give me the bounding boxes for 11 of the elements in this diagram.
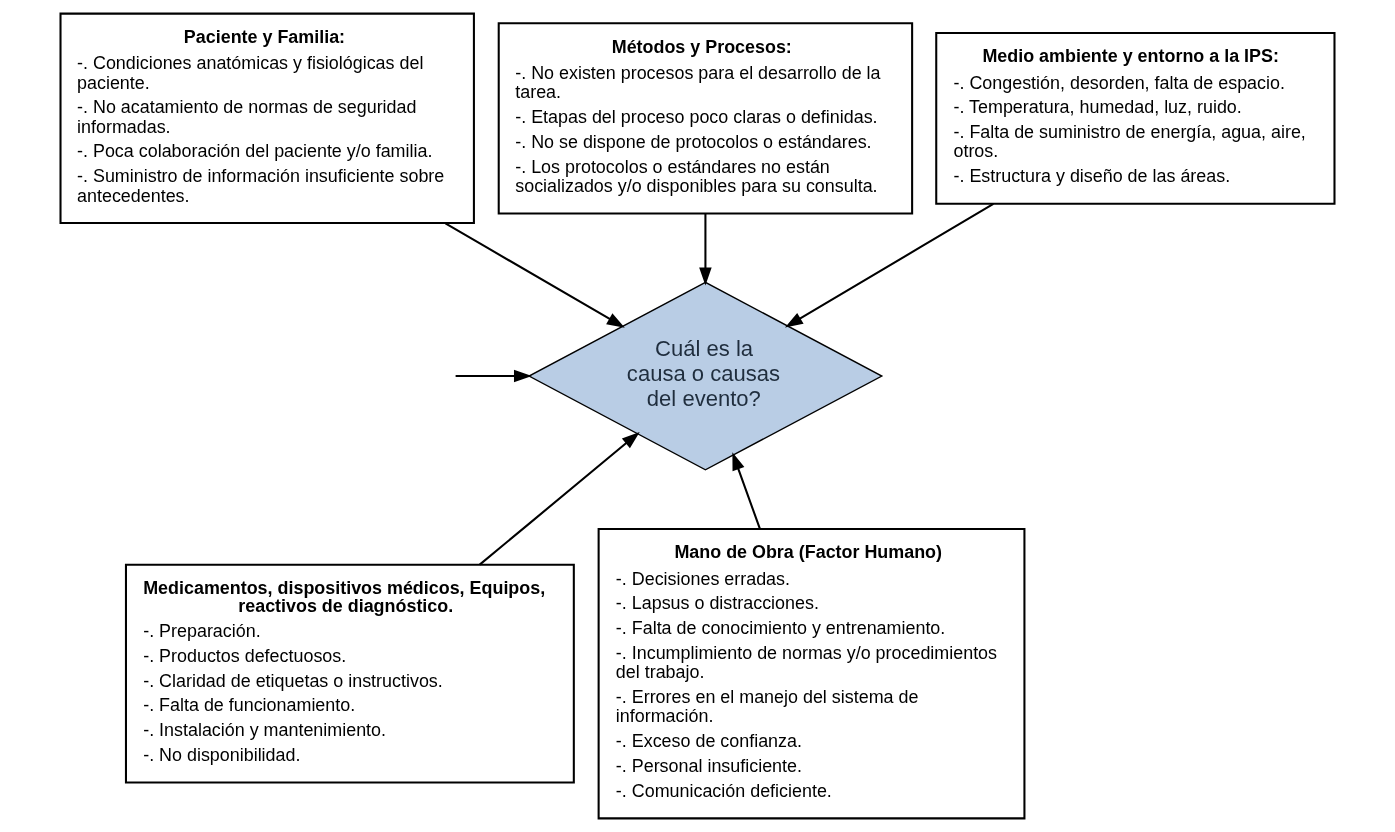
node-box: Mano de Obra (Factor Humano) -. Decisiones erradas. -. Lapsus o distracciones. -. Falta de conocimiento y entrenamiento. -. Incumplimiento de normas y/o procedimientos del trabajo. -. Errores en el manejo del sistema de información. -. Exceso de confianza. -. Personal insuficiente. -. Comunicación deficiente. xyxy=(597,527,1026,820)
node-box: Paciente y Familia: -. Condiciones anatómicas y fisiológicas del paciente. -. No acatamiento de normas de seguridad informadas. -. Poca colaboración del paciente y/o familia. -. Suministro de información insuficiente sobre antecedentes. xyxy=(59,12,475,225)
arrow xyxy=(455,369,532,383)
node-box: Medio ambiente y entorno a la IPS: -. Congestión, desorden, falta de espacio. -. Temperatura, humedad, luz, ruido. -. Falta de suministro de energía, agua, aire, otros. -. Estructura y diseño de las áreas. xyxy=(935,31,1336,205)
arrow xyxy=(444,222,625,328)
node-box: Medicamentos, dispositivos médicos, Equipos, reactivos de diagnóstico. -. Preparación. -. Productos defectuosos. -. Claridad de etiquetas o instructivos. -. Falta de funcionamiento. -. Instalación y mantenimiento. -. No disponibilidad. xyxy=(124,563,575,784)
arrow xyxy=(784,203,994,328)
arrow xyxy=(479,431,640,566)
node-box: Métodos y Procesos: -. No existen procesos para el desarrollo de la tarea. -. Etapas del proceso poco claras o definidas. -. No se dispone de protocolos o estándares. -. Los protocolos o estándares no están socializados y/o disponibles para su consulta. xyxy=(497,22,914,215)
arrow xyxy=(699,213,712,286)
arrow xyxy=(732,452,761,530)
